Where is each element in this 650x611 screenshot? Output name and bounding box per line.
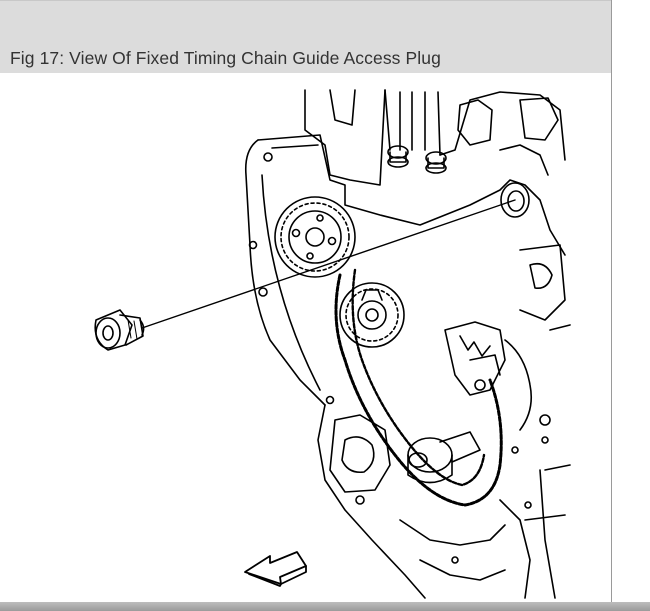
idler-sprocket [339,282,405,348]
page-margin [613,0,650,602]
cover-mounting-boss [325,395,391,505]
lower-housing [399,519,506,581]
crankshaft-sprocket [407,431,481,484]
figure-title: Fig 17: View Of Fixed Timing Chain Guide… [10,48,441,68]
figure-header: Fig 17: View Of Fixed Timing Chain Guide… [0,0,611,73]
chain-guide [444,321,551,444]
camshaft-sprocket [274,196,356,278]
access-plug [94,309,145,351]
bottom-scroll-strip [0,602,650,611]
timing-cover-outline [244,134,566,599]
figure-frame: Fig 17: View Of Fixed Timing Chain Guide… [0,0,612,602]
access-plug-hole [500,182,530,218]
head-bolt [425,151,447,174]
leader-line [141,199,516,329]
cylinder-head-outline [304,89,566,186]
engine-timing-diagram [94,89,571,599]
engine-block-right [499,244,571,599]
direction-arrow [244,551,307,587]
head-bolt [387,145,409,168]
